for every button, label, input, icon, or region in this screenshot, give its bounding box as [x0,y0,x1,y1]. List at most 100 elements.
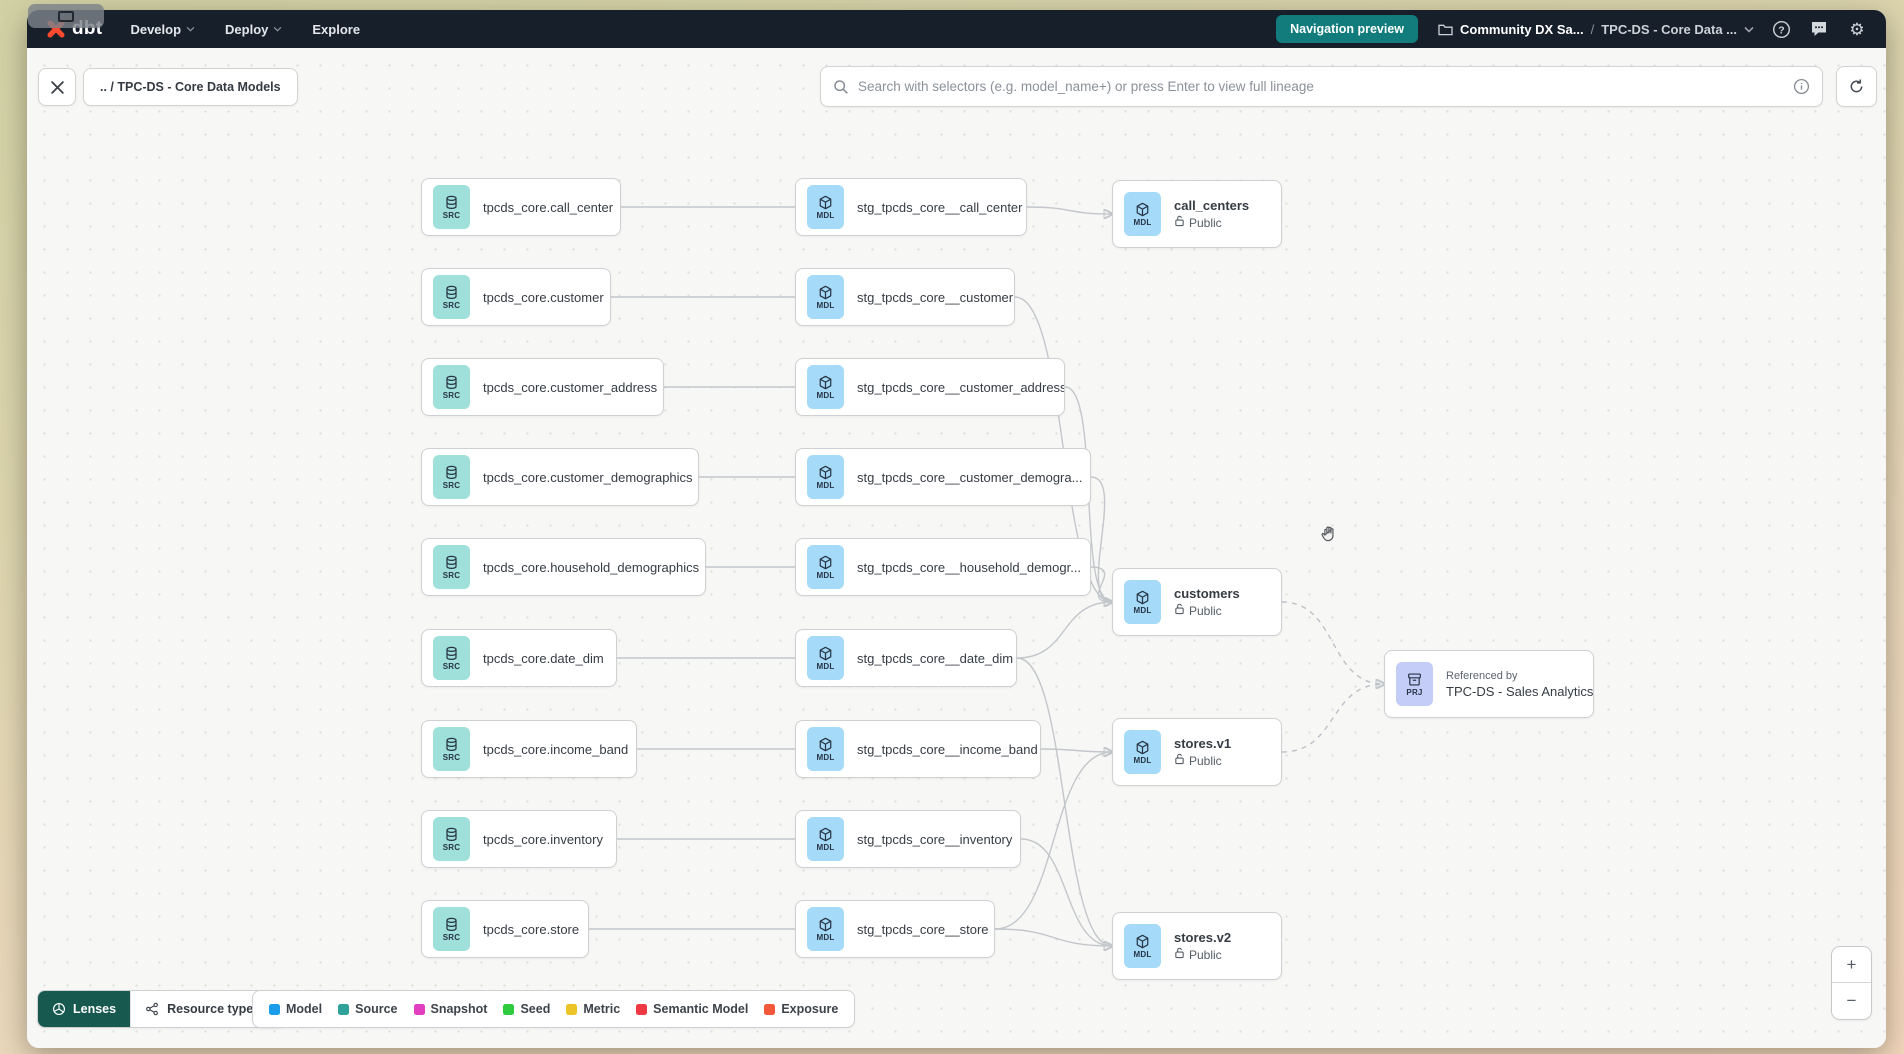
node-label: tpcds_core.date_dim [483,650,604,666]
breadcrumb-page: TPC-DS - Core Data ... [1601,21,1737,37]
node-label: stores.v1 [1174,736,1232,751]
lenses-label: Lenses [73,1002,117,1016]
node-label: stg_tpcds_core__customer_address [857,379,1064,395]
nav-menu-deploy[interactable]: Deploy [225,22,282,37]
node-label: stg_tpcds_core__household_demogr... [857,559,1082,575]
help-icon[interactable]: ? [1770,18,1792,40]
close-lineage-button[interactable] [38,68,76,106]
cube-icon: MDL [1124,192,1161,236]
cube-icon: MDL [807,275,844,319]
database-icon: SRC [433,907,470,951]
node-src-customer[interactable]: SRC tpcds_core.customer [421,268,611,326]
lenses-icon [53,1003,65,1015]
legend-swatch [503,1003,515,1015]
settings-icon[interactable]: ⚙ [1849,19,1865,39]
lineage-search-bar [820,66,1823,107]
lock-open-icon [1174,753,1185,768]
lineage-path-chip[interactable]: .. / TPC-DS - Core Data Models [83,68,298,106]
node-label: tpcds_core.customer_address [483,379,658,395]
legend-label: Seed [520,1002,551,1016]
node-src-date-dim[interactable]: SRC tpcds_core.date_dim [421,629,617,687]
close-icon [50,80,64,94]
node-label: tpcds_core.store [483,921,580,937]
lineage-edges [589,206,1886,1048]
legend-label: Model [286,1002,323,1016]
legend-swatch [269,1003,280,1015]
zoom-out-button[interactable]: − [1832,983,1871,1019]
zoom-in-button[interactable]: + [1832,947,1871,983]
nav-menu-develop[interactable]: Develop [130,22,195,37]
breadcrumb-project: Community DX Sa... [1460,21,1584,37]
node-label: stg_tpcds_core__income_band [857,741,1038,757]
node-label: tpcds_core.customer_demographics [483,469,693,485]
lenses-button[interactable]: Lenses [38,991,131,1027]
lenses-control: Lenses Resource type [37,990,287,1028]
node-src-customer-address[interactable]: SRC tpcds_core.customer_address [421,358,664,416]
legend-item-model: Model [269,1002,322,1016]
legend-swatch [338,1003,350,1015]
node-label: stg_tpcds_core__customer_demogra... [857,469,1083,485]
node-visibility: Public [1174,947,1231,962]
resource-type-label: Resource type [167,1002,254,1016]
navigation-preview-button[interactable]: Navigation preview [1276,15,1419,43]
nav-menu-explore[interactable]: Explore [312,21,361,37]
share-network-icon [146,1002,159,1016]
info-icon[interactable] [1793,78,1810,95]
database-icon: SRC [433,185,470,229]
feedback-icon[interactable] [1808,18,1830,40]
breadcrumb-separator: / [1590,21,1595,37]
search-input[interactable] [858,79,1784,94]
cube-icon: MDL [807,185,844,229]
legend-item-semantic-model: Semantic Model [636,1002,748,1016]
legend-swatch [636,1003,648,1015]
node-src-store[interactable]: SRC tpcds_core.store [421,900,589,958]
legend-label: Exposure [781,1002,839,1016]
legend-item-seed: Seed [503,1002,550,1016]
chevron-down-icon [1744,26,1754,33]
cube-icon: MDL [807,727,844,771]
legend-label: Metric [583,1002,621,1016]
database-icon: SRC [433,275,470,319]
node-visibility: Public [1174,215,1249,230]
node-label: tpcds_core.income_band [483,741,629,757]
node-stg-household-demographics[interactable]: MDL stg_tpcds_core__household_demogr... [795,538,1091,596]
database-icon: SRC [433,636,470,680]
node-label: customers [1174,586,1240,601]
refresh-lineage-button[interactable] [1836,66,1877,107]
node-label: tpcds_core.customer [483,289,604,305]
node-label: stg_tpcds_core__date_dim [857,650,1014,666]
node-caption: Referenced by [1446,669,1518,682]
node-stg-income-band[interactable]: MDL stg_tpcds_core__income_band [795,720,1041,778]
screen-share-indicator [28,4,104,28]
database-icon: SRC [433,365,470,409]
chevron-down-icon [273,26,282,32]
legend-label: Semantic Model [653,1002,749,1016]
legend-item-snapshot: Snapshot [413,1002,487,1016]
cube-icon: MDL [807,545,844,589]
zoom-controls: + − [1831,946,1872,1020]
cube-icon: MDL [807,907,844,951]
breadcrumb[interactable]: Community DX Sa... / TPC-DS - Core Data … [1438,22,1754,37]
refresh-icon [1850,79,1863,93]
main-menu: Develop Deploy Explore [130,22,360,37]
